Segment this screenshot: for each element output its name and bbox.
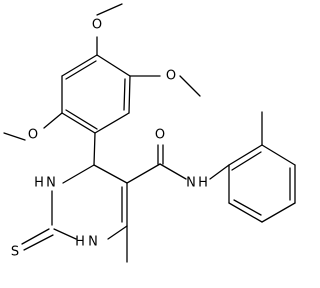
trimethoxyphenyl-ring	[61, 54, 131, 134]
tolyl-ring	[228, 111, 296, 223]
atom-o-top: O	[92, 18, 102, 33]
atom-o-amide: O	[155, 128, 165, 143]
atom-s-thione: S	[11, 245, 19, 260]
pyrimidine-ring	[51, 132, 128, 263]
atom-n-ring-upper: N	[46, 176, 56, 191]
atom-o-right: O	[166, 69, 176, 84]
thione-bond	[21, 228, 54, 251]
methoxy-groups	[3, 3, 201, 141]
atom-n-ring-lower: N	[88, 235, 98, 250]
atom-n-amide: N	[186, 176, 196, 191]
molecule-structure: O O O O N H H N H N S	[3, 3, 296, 263]
atom-h-amide: H	[198, 176, 208, 191]
atom-o-left: O	[28, 128, 38, 143]
atom-h-ring-lower: H	[75, 235, 85, 250]
atom-h-ring-upper: H	[34, 176, 44, 191]
structure-canvas: O O O O N H H N H N S	[3, 3, 296, 263]
carboxamide-group	[126, 144, 230, 184]
